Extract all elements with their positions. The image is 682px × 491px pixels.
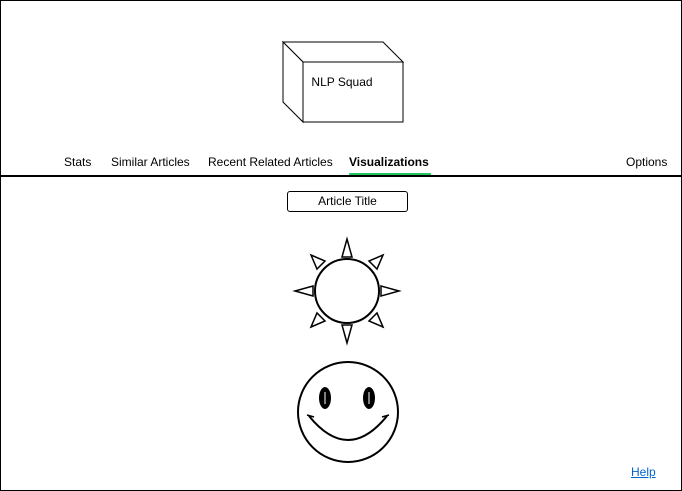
tab-recent-related-articles[interactable]: Recent Related Articles xyxy=(208,155,333,169)
tab-visualizations[interactable]: Visualizations xyxy=(349,155,429,169)
logo-label: NLP Squad xyxy=(311,75,373,89)
tab-similar-articles[interactable]: Similar Articles xyxy=(111,155,190,169)
active-tab-indicator xyxy=(349,173,431,176)
tab-stats[interactable]: Stats xyxy=(64,155,92,169)
box-logo-icon xyxy=(281,40,405,124)
sun-icon xyxy=(292,236,402,346)
header-divider xyxy=(1,175,682,177)
smiley-icon xyxy=(297,361,399,463)
tab-options[interactable]: Options xyxy=(626,155,668,169)
article-title-button[interactable]: Article Title xyxy=(287,191,408,212)
help-link[interactable]: Help xyxy=(631,465,656,479)
